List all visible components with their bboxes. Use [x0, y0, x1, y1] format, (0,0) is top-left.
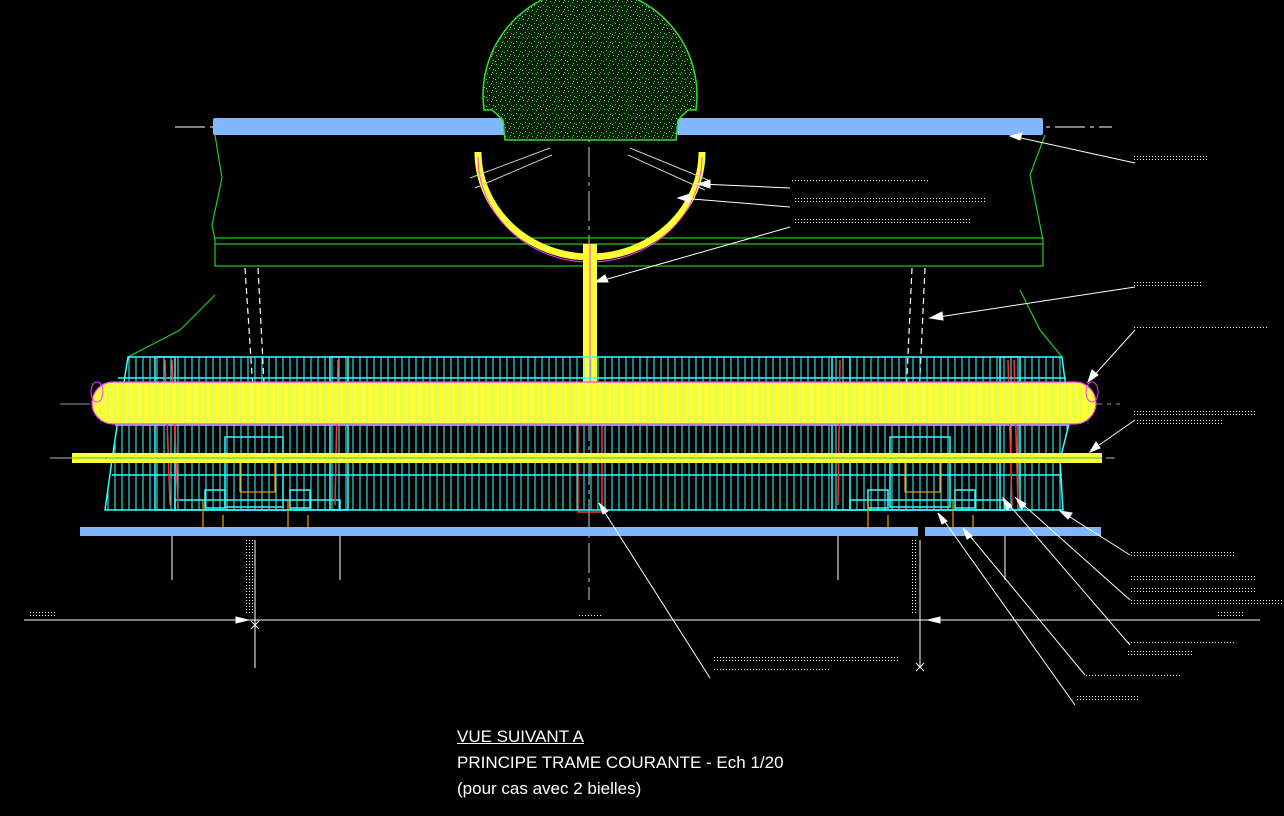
drawing-title: PRINCIPE TRAME COURANTE - Ech 1/20 [457, 753, 784, 772]
top-beam [213, 118, 1043, 135]
structure-contour [127, 134, 1063, 358]
section-axis-cross-icon [235, 616, 941, 672]
side-struts [244, 267, 926, 421]
secondary-pipe [72, 453, 1102, 463]
support-legs [245, 540, 918, 615]
sphere-block [469, 0, 709, 263]
redacted-labels [30, 155, 1282, 700]
bottom-beam [80, 527, 1101, 536]
leader-arrows [593, 132, 1136, 706]
drawing-note: (pour cas avec 2 bielles) [457, 779, 642, 798]
main-tube [90, 381, 1099, 425]
view-caption: VUE SUIVANT A [457, 727, 584, 746]
